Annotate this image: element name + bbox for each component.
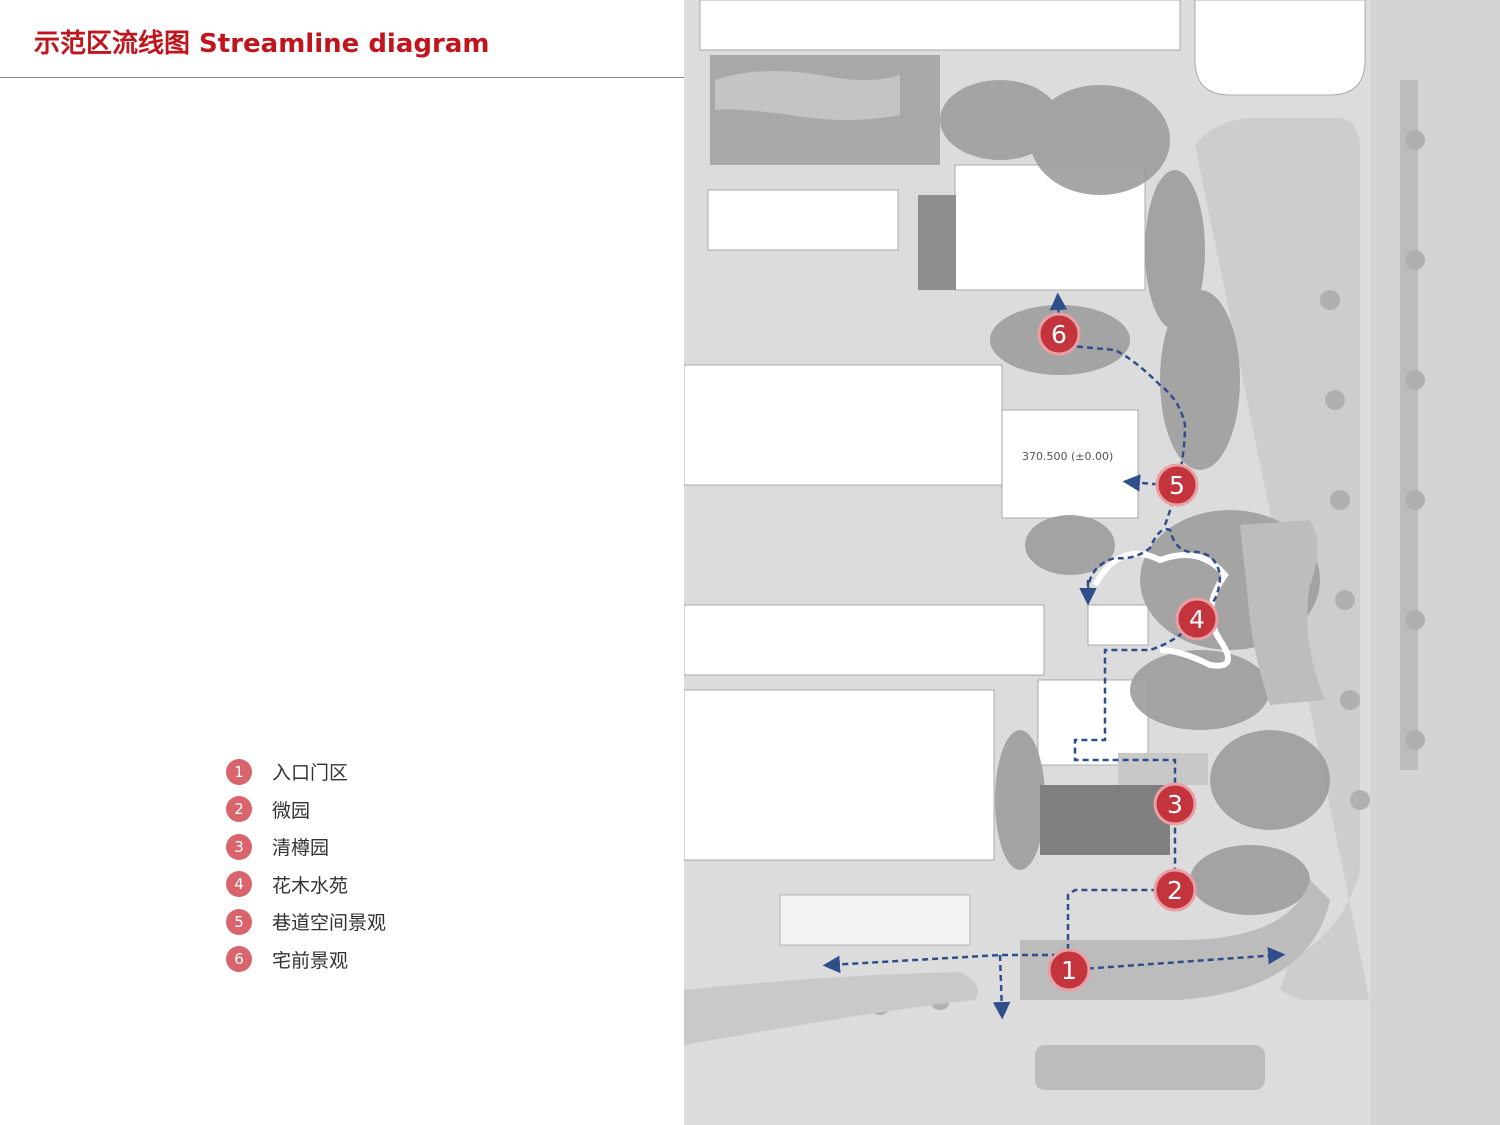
legend-label: 入口门区: [272, 762, 349, 785]
svg-text:5: 5: [1169, 471, 1185, 500]
legend: 1 入口门区 2 微园 3 清樽园 4 花木水苑 5 巷道空间景观 6 宅前景观: [226, 753, 386, 978]
plots: [684, 0, 1366, 861]
legend-marker: 6: [226, 946, 252, 973]
south-road: [684, 972, 978, 1045]
legend-marker: 5: [226, 908, 252, 935]
legend-item-4: 4 花木水苑: [226, 866, 386, 904]
tree-strip-right: [1400, 80, 1418, 770]
legend-item-5: 5 巷道空间景观: [226, 903, 386, 941]
legend-item-3: 3 清樽园: [226, 828, 386, 866]
legend-marker: 3: [226, 833, 252, 860]
marker-4: 4: [1175, 597, 1219, 641]
planter-south: [1035, 1045, 1265, 1090]
legend-item-2: 2 微园: [226, 791, 386, 829]
legend-label: 微园: [272, 799, 311, 822]
marker-5: 5: [1155, 463, 1199, 507]
road-right: [1370, 0, 1500, 1125]
marker-6: 6: [1037, 312, 1081, 356]
svg-text:1: 1: [1061, 956, 1077, 985]
water-garden-pond: [1240, 520, 1325, 705]
svg-text:6: 6: [1051, 320, 1067, 349]
svg-text:2: 2: [1167, 876, 1183, 905]
paved-court: [1118, 753, 1208, 785]
legend-marker: 1: [226, 758, 252, 785]
streamline-path: [822, 292, 1286, 1020]
legend-label: 清樽园: [272, 837, 330, 860]
marker-1: 1: [1047, 948, 1091, 992]
legend-item-6: 6 宅前景观: [226, 941, 386, 979]
legend-label: 宅前景观: [272, 949, 349, 972]
parking: [779, 894, 971, 946]
page-title: 示范区流线图 Streamline diagram: [34, 29, 490, 59]
courtyard-pool: [1040, 785, 1170, 855]
site-plan: 370.500 (±0.00) 1 2: [684, 0, 1500, 1125]
legend-marker: 4: [226, 871, 252, 898]
legend-item-1: 1 入口门区: [226, 753, 386, 791]
svg-text:3: 3: [1167, 790, 1183, 819]
upper-pond: [715, 71, 900, 120]
marker-2: 2: [1153, 868, 1197, 912]
svg-text:4: 4: [1189, 605, 1205, 634]
legend-marker: 2: [226, 796, 252, 823]
legend-label: 巷道空间景观: [272, 912, 387, 935]
legend-label: 花木水苑: [272, 874, 349, 897]
upper-building: [918, 195, 956, 290]
marker-3: 3: [1153, 782, 1197, 826]
entry-plaza: [1020, 880, 1330, 1000]
elevation-label: 370.500 (±0.00): [1022, 450, 1113, 463]
winding-walk: [1092, 550, 1231, 669]
